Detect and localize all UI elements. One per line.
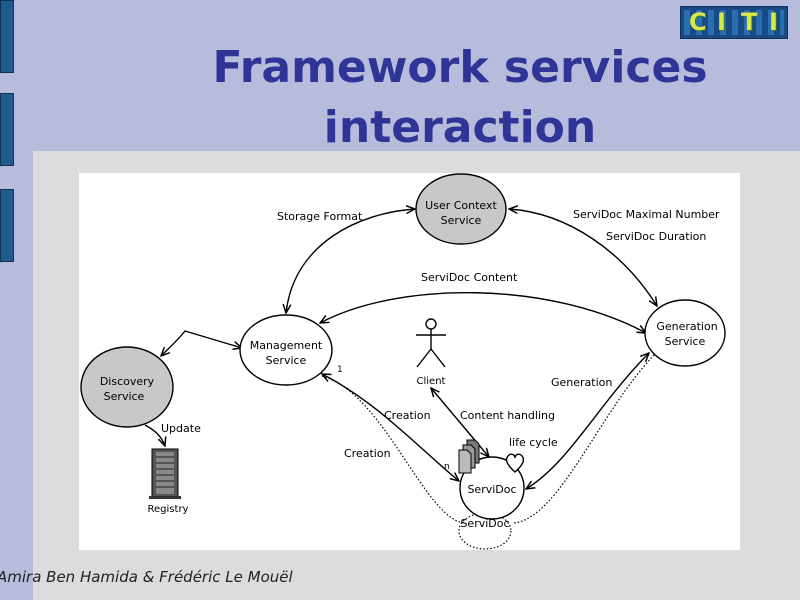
edge-creation-solid xyxy=(322,374,459,481)
user-context-label-2: Service xyxy=(441,214,482,227)
generation-label-2: Service xyxy=(665,335,706,348)
citi-logo: C I T I xyxy=(680,6,788,39)
heart-icon xyxy=(505,453,525,473)
diagram-svg: User Context Service Management Service … xyxy=(80,173,726,550)
multiplicity-one-label: 1 xyxy=(337,365,343,375)
registry-server-icon xyxy=(149,448,181,499)
user-context-label-1: User Context xyxy=(425,199,497,212)
storage-format-label: Storage Format xyxy=(277,210,363,223)
life-cycle-label: life cycle xyxy=(509,436,558,449)
edge-maximal-number xyxy=(509,209,657,306)
servidoc-max-number-label: ServiDoc Maximal Number xyxy=(573,208,720,221)
logo-letter-c: C xyxy=(689,8,707,36)
services-diagram: User Context Service Management Service … xyxy=(79,173,740,550)
servidoc-node xyxy=(459,456,525,520)
slide-title: Framework services interaction xyxy=(160,38,760,158)
logo-letter-i1: I xyxy=(717,8,726,36)
generation-edge-label: Generation xyxy=(551,376,612,389)
user-context-service-node xyxy=(415,173,507,245)
edge-generation-dotted xyxy=(513,354,655,524)
edge-update xyxy=(144,424,165,446)
discovery-label-2: Service xyxy=(104,390,145,403)
edge-discovery-management xyxy=(161,330,242,356)
discovery-service-node xyxy=(80,346,174,428)
servidoc-content-label: ServiDoc Content xyxy=(421,271,518,284)
side-tab-3 xyxy=(0,189,14,262)
discovery-label-1: Discovery xyxy=(100,375,155,388)
management-label-1: Management xyxy=(250,339,323,352)
creation-upper-label: Creation xyxy=(384,409,431,422)
edge-generation-solid xyxy=(526,353,649,489)
servidoc-shadow-label: ServiDoc xyxy=(460,517,509,530)
side-tab-2 xyxy=(0,93,14,166)
servidoc-label: ServiDoc xyxy=(467,483,516,496)
servidoc-shadow-node xyxy=(458,512,512,550)
side-tab-1 xyxy=(0,0,14,73)
update-label: Update xyxy=(161,422,201,435)
edge-content-handling xyxy=(431,388,489,457)
management-label-2: Service xyxy=(266,354,307,367)
creation-lower-label: Creation xyxy=(344,447,391,460)
registry-label: Registry xyxy=(148,504,189,515)
footer-authors: Amira Ben Hamida & Frédéric Le Mouël xyxy=(0,568,293,586)
servidoc-duration-label: ServiDoc Duration xyxy=(606,230,706,243)
logo-letter-t: T xyxy=(741,8,758,36)
slide-title-line2: interaction xyxy=(323,102,597,153)
edge-servidoc-content xyxy=(320,291,646,333)
logo-letter-i2: I xyxy=(769,8,778,36)
multiplicity-n-label: n xyxy=(444,462,450,472)
management-service-node xyxy=(239,314,333,386)
slide-title-line1: Framework services xyxy=(212,42,708,93)
edge-storage-format xyxy=(286,209,415,313)
document-stack-icon xyxy=(458,439,480,474)
generation-label-1: Generation xyxy=(656,320,717,333)
content-handling-label: Content handling xyxy=(460,409,555,422)
client-actor-icon xyxy=(416,318,446,368)
edge-creation-dotted xyxy=(321,375,465,524)
generation-service-node xyxy=(644,299,726,367)
client-label: Client xyxy=(417,376,446,387)
